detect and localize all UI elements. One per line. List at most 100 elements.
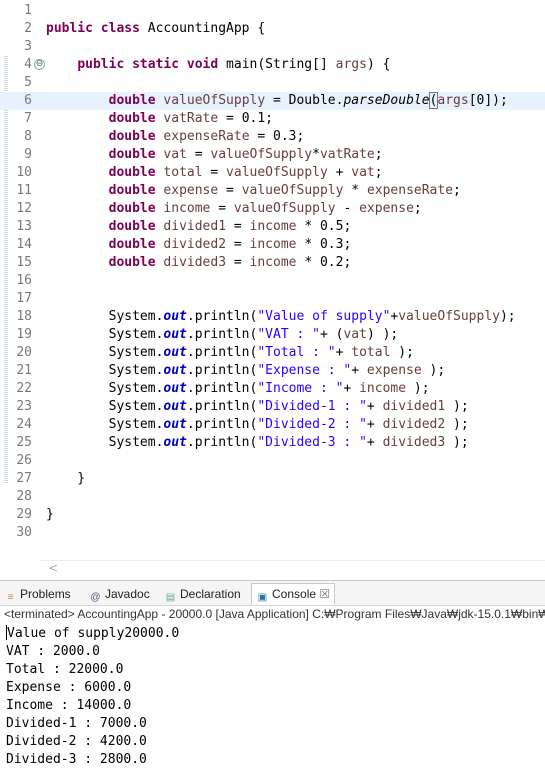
code-text: System.out.println("Divided-2 : "+ divid… <box>46 417 469 432</box>
line-number: 28 <box>16 489 32 504</box>
code-line[interactable]: 15 double divided3 = income * 0.2; <box>0 254 545 272</box>
code-text: double vat = valueOfSupply*vatRate; <box>108 147 383 162</box>
javadoc-icon: @ <box>90 592 101 603</box>
console-output-line: Total : 22000.0 <box>6 662 124 677</box>
problems-icon: ≡ <box>7 592 14 603</box>
code-text: public static void main(String[] args) { <box>77 57 391 72</box>
code-text: System.out.println("Total : "+ total ); <box>46 345 414 360</box>
bottom-views-panel: ≡Problems@Javadoc▤Declaration▣Console ☒ … <box>0 580 545 782</box>
code-line[interactable]: 22 System.out.println("Income : "+ incom… <box>0 380 545 398</box>
console-output-line: Divided-3 : 2800.0 <box>6 752 147 767</box>
line-number: 12 <box>16 201 32 216</box>
line-number: 17 <box>16 291 32 306</box>
code-line[interactable]: 13 double divided1 = income * 0.5; <box>0 218 545 236</box>
line-number: 7 <box>24 111 32 126</box>
line-number: 11 <box>16 183 32 198</box>
code-text: System.out.println("Value of supply"+val… <box>46 309 516 324</box>
code-line[interactable]: 20 System.out.println("Total : "+ total … <box>0 344 545 362</box>
code-line[interactable]: 25 System.out.println("Divided-3 : "+ di… <box>0 434 545 452</box>
code-line[interactable]: 30 <box>0 524 545 542</box>
code-text: double valueOfSupply = Double.parseDoubl… <box>108 92 508 109</box>
code-line[interactable]: 10 double total = valueOfSupply + vat; <box>0 164 545 182</box>
code-line[interactable]: 19 System.out.println("VAT : "+ (vat) ); <box>0 326 545 344</box>
tab-label: Problems <box>20 587 71 601</box>
console-output-line: Divided-2 : 4200.0 <box>6 734 147 749</box>
code-text: double income = valueOfSupply - expense; <box>108 201 422 216</box>
line-number: 5 <box>24 75 32 90</box>
fold-collapse-icon[interactable]: ⊖ <box>34 59 45 70</box>
code-text: System.out.println("VAT : "+ (vat) ); <box>46 327 399 342</box>
code-line[interactable]: 27 } <box>0 470 545 488</box>
line-number: 22 <box>16 381 32 396</box>
code-line[interactable]: 1 <box>0 2 545 20</box>
code-line[interactable]: 16 <box>0 272 545 290</box>
console-icon: ▣ <box>257 592 268 603</box>
console-output-line: Divided-1 : 7000.0 <box>6 716 147 731</box>
declaration-icon: ▤ <box>165 592 176 603</box>
line-number: 3 <box>24 39 32 54</box>
line-number: 25 <box>16 435 32 450</box>
code-line[interactable]: 5 <box>0 74 545 92</box>
scroll-left-arrow-icon[interactable]: < <box>48 561 59 575</box>
code-line[interactable]: 11 double expense = valueOfSupply * expe… <box>0 182 545 200</box>
line-number: 6 <box>24 93 32 108</box>
code-line[interactable]: 23 System.out.println("Divided-1 : "+ di… <box>0 398 545 416</box>
code-line[interactable]: 3 <box>0 38 545 56</box>
code-line[interactable]: 9 double vat = valueOfSupply*vatRate; <box>0 146 545 164</box>
code-line[interactable]: 28 <box>0 488 545 506</box>
code-text: double total = valueOfSupply + vat; <box>108 165 383 180</box>
code-line[interactable]: 6 double valueOfSupply = Double.parseDou… <box>0 92 545 110</box>
code-text: System.out.println("Divided-3 : "+ divid… <box>46 435 469 450</box>
console-output-line: Income : 14000.0 <box>6 698 132 713</box>
code-line[interactable]: 21 System.out.println("Expense : "+ expe… <box>0 362 545 380</box>
code-line[interactable]: 8 double expenseRate = 0.3; <box>0 128 545 146</box>
line-number: 16 <box>16 273 32 288</box>
console-terminated-status: <terminated> AccountingApp - 20000.0 [Ja… <box>4 607 545 621</box>
code-line[interactable]: 12 double income = valueOfSupply - expen… <box>0 200 545 218</box>
close-icon[interactable]: ☒ <box>316 587 331 601</box>
code-text: double divided3 = income * 0.2; <box>108 255 352 270</box>
line-number: 26 <box>16 453 32 468</box>
tab-declaration[interactable]: ▤Declaration <box>164 584 241 604</box>
line-number: 23 <box>16 399 32 414</box>
line-number: 19 <box>16 327 32 342</box>
code-line[interactable]: 14 double divided2 = income * 0.3; <box>0 236 545 254</box>
line-number: 20 <box>16 345 32 360</box>
code-line[interactable]: 26 <box>0 452 545 470</box>
code-line[interactable]: 7 double vatRate = 0.1; <box>0 110 545 128</box>
code-text: System.out.println("Expense : "+ expense… <box>46 363 446 378</box>
code-text: public class AccountingApp { <box>46 21 266 36</box>
tab-label: Javadoc <box>105 587 150 601</box>
line-number: 15 <box>16 255 32 270</box>
line-number: 4 <box>24 57 32 72</box>
code-text: double divided2 = income * 0.3; <box>108 237 352 252</box>
editor-horizontal-scrollbar[interactable]: < <box>40 560 545 577</box>
line-number: 9 <box>24 147 32 162</box>
change-indicator-bar <box>4 56 8 484</box>
code-line[interactable]: 17 <box>0 290 545 308</box>
text-cursor <box>6 625 7 640</box>
tab-javadoc[interactable]: @ Javadoc <box>89 584 150 604</box>
line-number: 18 <box>16 309 32 324</box>
line-number: 13 <box>16 219 32 234</box>
code-text: } <box>46 471 86 486</box>
code-text: System.out.println("Divided-1 : "+ divid… <box>46 399 469 414</box>
line-number: 2 <box>24 21 32 36</box>
tab-console[interactable]: ▣Console ☒ <box>251 583 336 605</box>
code-line[interactable]: 2 public class AccountingApp { <box>0 20 545 38</box>
code-line[interactable]: 18 System.out.println("Value of supply"+… <box>0 308 545 326</box>
code-text: } <box>46 507 54 522</box>
code-line[interactable]: 29} <box>0 506 545 524</box>
code-line[interactable]: 4⊖ public static void main(String[] args… <box>0 56 545 74</box>
line-number: 30 <box>16 525 32 540</box>
line-number: 29 <box>16 507 32 522</box>
tab-problems[interactable]: ≡ Problems <box>4 584 71 604</box>
views-tab-bar: ≡ Problems @ Javadoc ▤Declaration ▣Console ☒ <box>0 581 545 606</box>
line-number: 27 <box>16 471 32 486</box>
code-text: double expenseRate = 0.3; <box>108 129 305 144</box>
line-number: 10 <box>16 165 32 180</box>
console-output-line: VAT : 2000.0 <box>6 644 100 659</box>
code-line[interactable]: 24 System.out.println("Divided-2 : "+ di… <box>0 416 545 434</box>
